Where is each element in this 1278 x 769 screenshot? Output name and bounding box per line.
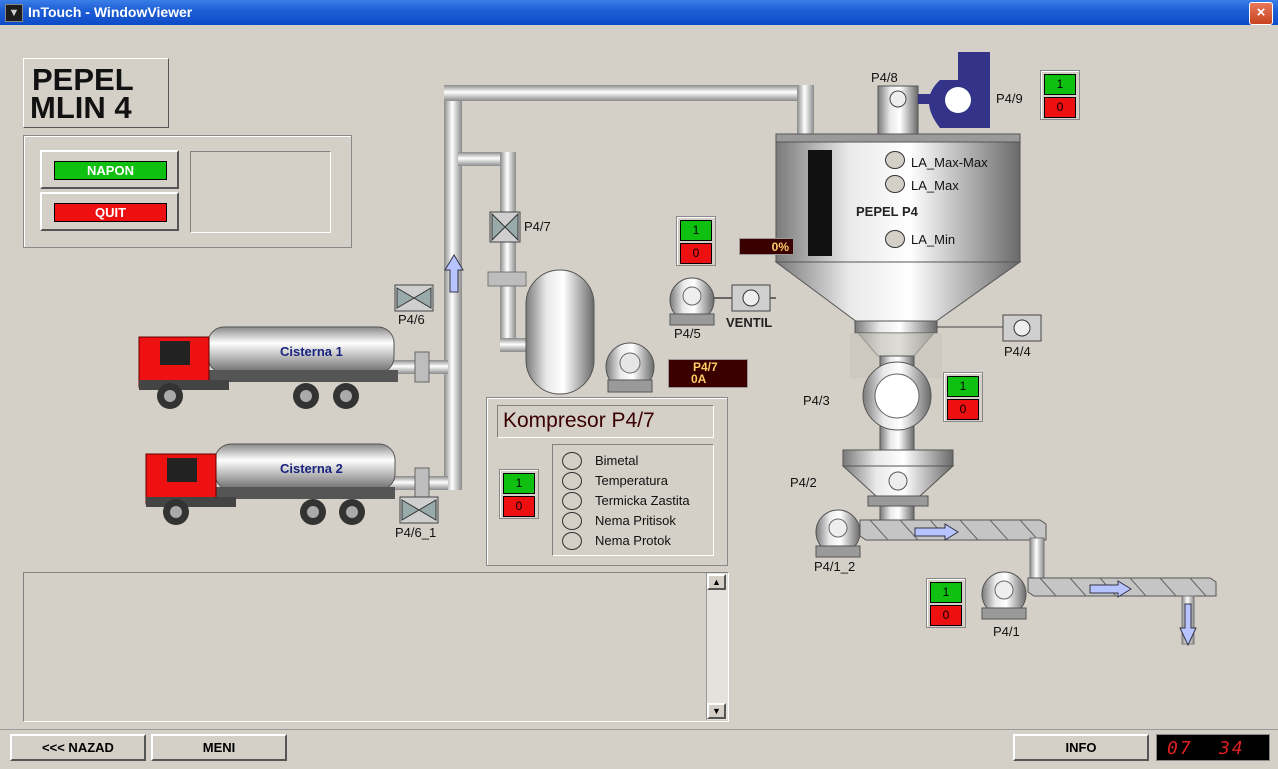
indicator-p45-off[interactable]: 0 (680, 243, 712, 264)
app-icon: ▼ (5, 4, 23, 22)
compressor-panel (486, 397, 728, 566)
indicator-p49-on[interactable]: 1 (1044, 74, 1076, 95)
compressor-readout-line2: 0A (691, 372, 707, 386)
silo-name: PEPEL P4 (856, 204, 918, 219)
compressor-title-box (497, 405, 714, 438)
label-p41: P4/1 (993, 624, 1020, 639)
status-led-protok (562, 532, 582, 550)
label-p41-2: P4/1_2 (814, 559, 856, 574)
compressor-title: Kompresor P4/7 (503, 409, 655, 432)
napon-label: NAPON (54, 161, 167, 180)
indicator-p47-on[interactable]: 1 (503, 473, 535, 494)
clock-hours: 07 (1167, 738, 1193, 759)
truck-1-label[interactable]: Cisterna 1 (280, 344, 343, 359)
branch-pipe-v (500, 152, 516, 352)
info-button[interactable]: INFO (1013, 734, 1149, 761)
label-p48: P4/8 (871, 70, 898, 85)
indicator-p41[interactable]: 1 0 (926, 578, 966, 628)
indicator-p43-off[interactable]: 0 (947, 399, 979, 420)
level-led-max (885, 175, 905, 193)
alarm-list[interactable] (23, 572, 729, 722)
back-button[interactable]: <<< NAZAD (10, 734, 146, 761)
indicator-p43[interactable]: 1 0 (943, 372, 983, 422)
quit-label: QUIT (54, 203, 167, 222)
label-p47: P4/7 (524, 219, 551, 234)
menu-button[interactable]: MENI (151, 734, 287, 761)
label-p49: P4/9 (996, 91, 1023, 106)
label-p45: P4/5 (674, 326, 701, 341)
status-led-termicka (562, 492, 582, 510)
status-pritisok: Nema Pritisok (595, 513, 676, 528)
clock-display: 07 34 (1156, 734, 1270, 761)
level-led-min (885, 230, 905, 248)
status-led-temperatura (562, 472, 582, 490)
label-p42: P4/2 (790, 475, 817, 490)
main-pipe-top (444, 85, 814, 101)
silo-cone (774, 261, 1022, 323)
compressor-status-list (552, 444, 714, 556)
status-temperatura: Temperatura (595, 473, 668, 488)
branch-pipe-to-tank (500, 338, 530, 352)
truck2-flange (414, 467, 430, 499)
compressor-tank (525, 269, 595, 395)
status-led-pritisok (562, 512, 582, 530)
label-p46-1: P4/6_1 (395, 525, 437, 540)
truck1-flange (414, 351, 430, 383)
level-label-min: LA_Min (911, 232, 956, 247)
label-ventil: VENTIL (726, 315, 773, 330)
indicator-p49[interactable]: 1 0 (1040, 70, 1080, 120)
level-label-maxmax: LA_Max-Max (911, 155, 988, 170)
truck-2-label[interactable]: Cisterna 2 (280, 461, 343, 476)
title-bar (0, 0, 1278, 25)
indicator-p43-on[interactable]: 1 (947, 376, 979, 397)
label-p44: P4/4 (1004, 344, 1031, 359)
scroll-up-button[interactable]: ▲ (707, 574, 726, 590)
silo-level-bar (808, 150, 832, 256)
status-led-bimetal (562, 452, 582, 470)
indicator-p47[interactable]: 1 0 (499, 469, 539, 519)
compressor-readout-line1: P4/7 (693, 360, 718, 374)
indicator-p45-on[interactable]: 1 (680, 220, 712, 241)
control-panel (23, 135, 352, 248)
scroll-down-button[interactable]: ▼ (707, 703, 726, 719)
indicator-p41-on[interactable]: 1 (930, 582, 962, 603)
label-p43: P4/3 (803, 393, 830, 408)
silo-level-readout: 0% (739, 238, 794, 255)
indicator-p49-off[interactable]: 0 (1044, 97, 1076, 118)
window-title: InTouch - WindowViewer (28, 4, 193, 20)
status-bimetal: Bimetal (595, 453, 639, 468)
status-protok: Nema Protok (595, 533, 671, 548)
level-label-max: LA_Max (911, 178, 959, 193)
close-button[interactable]: × (1249, 2, 1273, 25)
status-termicka: Termicka Zastita (595, 493, 690, 508)
page-title-panel (23, 58, 169, 128)
message-display (190, 151, 331, 233)
label-p46: P4/6 (398, 312, 425, 327)
indicator-p47-off[interactable]: 0 (503, 496, 535, 517)
pipe-to-silo (797, 85, 814, 137)
flow-up-arrow (444, 254, 464, 293)
compressor-readout: P4/7 0A (668, 359, 748, 388)
truck-2 (145, 443, 396, 525)
clock-minutes: 34 (1219, 738, 1245, 759)
truck-1 (138, 326, 398, 409)
page-title-line1: PEPEL (32, 62, 134, 97)
branch-flange (487, 271, 527, 287)
indicator-p45[interactable]: 1 0 (676, 216, 716, 266)
indicator-p41-off[interactable]: 0 (930, 605, 962, 626)
page-title-line2: MLIN 4 (30, 90, 132, 125)
scrollbar[interactable] (706, 573, 728, 720)
level-led-maxmax (885, 151, 905, 169)
